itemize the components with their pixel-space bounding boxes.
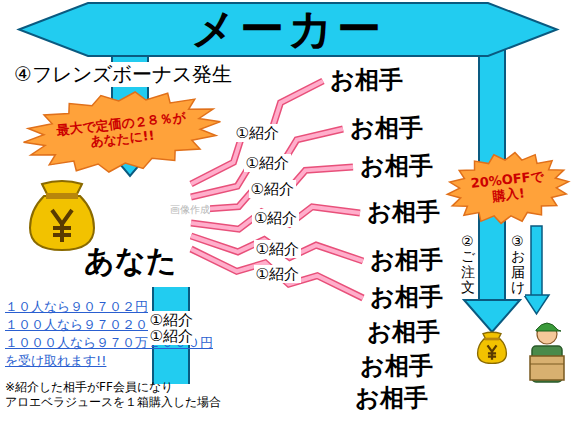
bonus-heading: ④フレンズボーナス発生 (14, 62, 232, 87)
watermark: 画像作成 (170, 204, 210, 217)
delivery-arrow-head (464, 300, 520, 332)
partner-text: お相手 (370, 247, 443, 275)
maker-banner: メーカー (18, 2, 558, 57)
delivery-person-icon (530, 323, 564, 382)
step-label: ③お届け (511, 234, 525, 296)
partner-node: お相手 (355, 352, 438, 382)
referral-bolt (191, 167, 353, 210)
starburst-shape (444, 147, 573, 228)
bonus-starburst: 最大で定価の２８％があなたに!! (18, 82, 225, 182)
banner-shape (19, 3, 557, 56)
partner-text: お相手 (367, 319, 440, 347)
partner-text: お相手 (360, 353, 433, 381)
partner-text: お相手 (360, 153, 433, 181)
edge-label: ①紹介 (252, 209, 299, 227)
earning-line: を受け取れます!! (5, 353, 106, 369)
bolt-outline (191, 236, 363, 261)
maker-name: メーカー (191, 4, 385, 55)
bolt-outline (191, 207, 360, 229)
bolt-outline (191, 167, 353, 210)
partner-node: お相手 (325, 66, 408, 96)
you-text: あなた (84, 244, 177, 279)
edge-label: ①紹介 (234, 124, 281, 142)
partner-text: お相手 (330, 67, 403, 95)
partner-text: お相手 (355, 385, 428, 413)
edge-label: ①紹介 (244, 154, 291, 172)
partner-node: お相手 (350, 384, 433, 414)
earning-line: １０人なら９０７０２円 (5, 299, 148, 315)
footnote: ※紹介した相手がFF会員になり アロエベラジュースを１箱購入した場合 (5, 380, 255, 410)
partner-node: お相手 (362, 318, 445, 348)
partner-text: お相手 (367, 199, 440, 227)
connector-group (191, 236, 363, 261)
step-label: ②ご注文 (461, 234, 475, 296)
connector-group (191, 167, 353, 210)
partner-text: お相手 (370, 284, 443, 312)
edge-label: ①紹介 (148, 327, 195, 345)
connector-group (191, 207, 360, 229)
referral-bolt (191, 207, 360, 229)
partner-node: お相手 (345, 114, 428, 144)
referral-bolt (191, 236, 363, 261)
you-node: あなた (22, 176, 191, 290)
edge-label: ①紹介 (254, 240, 301, 258)
discount-starburst: 20%OFFで購入! (443, 146, 574, 231)
money-bag-drawing (30, 181, 94, 250)
partner-node: お相手 (365, 246, 448, 276)
partner-text: お相手 (350, 115, 423, 143)
order-arrow-shaft (531, 226, 542, 296)
order-arrow-head (524, 295, 549, 314)
edge-label: ①紹介 (254, 265, 301, 283)
starburst-shape (20, 83, 225, 180)
partner-node: お相手 (365, 283, 448, 313)
money-bag-icon (478, 332, 507, 363)
partner-node: お相手 (362, 198, 445, 228)
partner-node: お相手 (355, 152, 438, 182)
edge-label: ①紹介 (249, 180, 296, 198)
